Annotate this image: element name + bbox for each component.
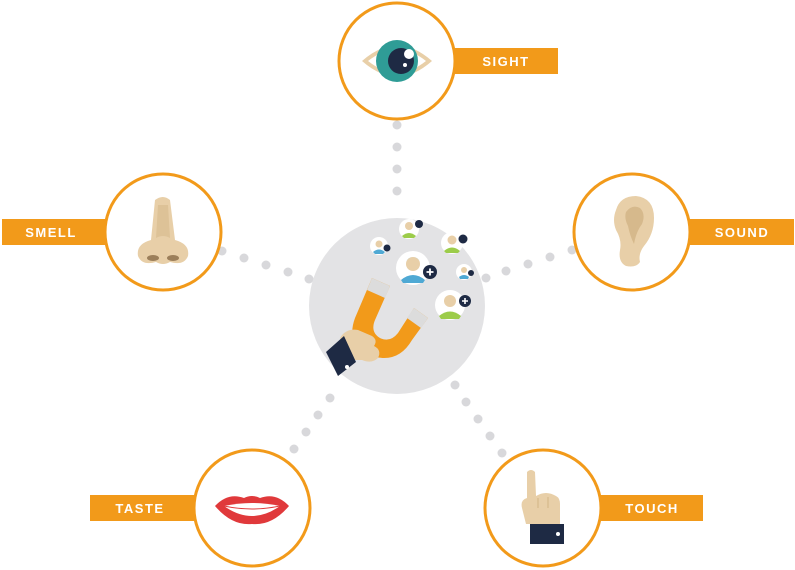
hub <box>309 218 485 394</box>
lips-icon <box>215 496 289 525</box>
nose-icon <box>137 197 189 264</box>
sense-sight: SIGHT <box>337 1 558 121</box>
finger-icon <box>521 470 564 544</box>
magnet-icon <box>326 278 428 376</box>
touch-label: TOUCH <box>625 501 678 516</box>
sense-sound: SOUND <box>572 172 794 292</box>
sight-label-tag: SIGHT <box>452 48 558 74</box>
taste-label-tag: TASTE <box>90 495 196 521</box>
eye-icon <box>362 40 432 82</box>
connector-dots <box>217 120 577 471</box>
sense-smell: SMELL <box>2 172 223 292</box>
sound-label: SOUND <box>715 225 769 240</box>
smell-label-tag: SMELL <box>2 219 106 245</box>
touch-label-tag: TOUCH <box>599 495 703 521</box>
ear-icon <box>614 196 654 267</box>
sight-label: SIGHT <box>482 54 529 69</box>
smell-label: SMELL <box>25 225 77 240</box>
sound-label-tag: SOUND <box>688 219 794 245</box>
taste-label: TASTE <box>115 501 164 516</box>
sense-taste: TASTE <box>90 448 312 568</box>
sense-touch: TOUCH <box>483 448 703 568</box>
person-avatar-icons <box>370 219 474 320</box>
